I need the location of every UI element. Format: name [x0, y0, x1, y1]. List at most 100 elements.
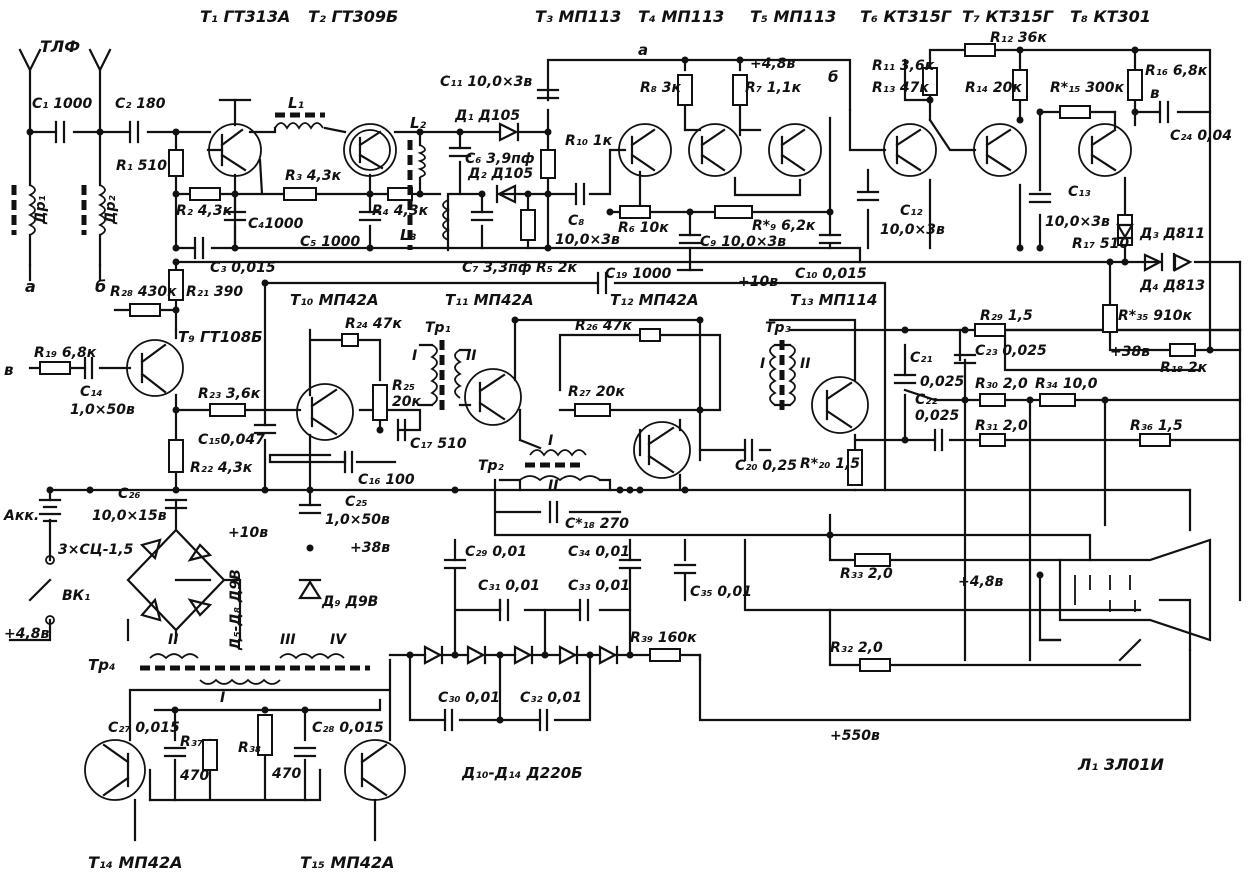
label-c7: C₇ 3,3пф	[462, 260, 532, 276]
label-r6: R₆ 10к	[618, 220, 669, 236]
label-d10d14: Д₁₀-Д₁₄ Д220Б	[461, 764, 583, 782]
label-r5: R₅ 2к	[536, 260, 578, 276]
label-c28: C₂₈ 0,015	[312, 720, 384, 736]
label-d3: Д₃ Д811	[1139, 226, 1205, 242]
label-v38b: +38в	[350, 540, 390, 556]
label-r17: R₁₇ 510	[1072, 236, 1129, 252]
label-t11: T₁₁ МП42А	[445, 291, 534, 309]
label-t9: T₉ ГТ108Б	[178, 328, 263, 346]
label-r37v: 470	[179, 768, 209, 784]
label-c27: C₂₇ 0,015	[108, 720, 180, 736]
label-r26: R₂₆ 47к	[575, 318, 632, 334]
label-vk1: ВК₁	[62, 588, 90, 604]
label-tr3-w2: II	[800, 356, 810, 372]
label-r31: R₃₁ 2,0	[975, 418, 1028, 434]
crt-tube	[1058, 538, 1212, 642]
label-t6: T₆ КТ315Г	[860, 7, 952, 26]
label-t15: T₁₅ МП42А	[300, 853, 394, 872]
label-t12: T₁₂ МП42А	[610, 291, 699, 309]
label-r1: R₁ 510	[116, 158, 167, 174]
transistor-t4	[688, 123, 742, 177]
label-c16: C₁₆ 100	[358, 472, 415, 488]
label-l1: L₁	[288, 94, 304, 112]
capacitor-symbols	[54, 88, 1170, 758]
label-c30: C₃₀ 0,01	[438, 690, 500, 706]
label-term-v2: в	[1150, 84, 1160, 102]
label-c20: C₂₀ 0,25	[735, 458, 797, 474]
label-tr2-w1: I	[548, 433, 553, 449]
label-batt: 3×СЦ-1,5	[58, 542, 134, 558]
transistor-t1	[206, 123, 262, 177]
label-w4-4: IV	[330, 632, 347, 648]
label-c8: C₈	[568, 213, 584, 229]
label-r29: R₂₉ 1,5	[980, 308, 1033, 324]
label-r24: R₂₄ 47к	[345, 316, 402, 332]
transistor-t2	[343, 123, 397, 177]
transistor-t10	[296, 383, 354, 441]
label-r13: R₁₃ 47к	[872, 80, 929, 96]
label-r32: R₃₂ 2,0	[830, 640, 883, 656]
label-t7: T₇ КТ315Г	[962, 7, 1054, 26]
label-v10a: +10в	[738, 274, 778, 290]
transistor-t6	[883, 123, 937, 177]
label-c1: C₁ 1000	[32, 96, 93, 112]
label-t10: T₁₀ МП42А	[290, 291, 379, 309]
label-r18: R₁₈ 2к	[1160, 360, 1208, 376]
transistor-t15	[344, 739, 406, 801]
label-r19: R₁₉ 6,8к	[34, 345, 97, 361]
label-r34: R₃₄ 10,0	[1035, 376, 1098, 392]
label-c25v: 1,0×50в	[325, 512, 390, 528]
label-r10: R₁₀ 1к	[565, 133, 613, 149]
label-v550: +550в	[830, 728, 880, 744]
label-r12: R₁₂ 36к	[990, 30, 1047, 46]
transistor-t7	[973, 123, 1027, 177]
label-w1: I	[412, 348, 417, 364]
label-c31: C₃₁ 0,01	[478, 578, 540, 594]
label-c11: C₁₁ 10,0×3в	[440, 74, 532, 90]
label-r28: R₂₈ 430к	[110, 284, 177, 300]
label-r33: R₃₃ 2,0	[840, 566, 893, 582]
label-r2: R₂ 4,3к	[176, 203, 233, 219]
misc-symbols	[18, 48, 1242, 642]
label-term-a2: а	[638, 41, 648, 59]
label-akk: Акк.	[3, 508, 39, 524]
label-r4: R₄ 4,3к	[372, 203, 429, 219]
transistor-t12	[633, 421, 691, 479]
label-w4-3: III	[280, 632, 296, 648]
label-t14: T₁₄ МП42А	[88, 853, 182, 872]
label-r25v: 20к	[392, 394, 421, 410]
label-c35: C₃₅ 0,01	[690, 584, 752, 600]
label-d1: Д₁ Д105	[454, 108, 520, 124]
label-c2: C₂ 180	[115, 96, 166, 112]
label-r23: R₂₃ 3,6к	[198, 386, 261, 402]
label-c29: C₂₉ 0,01	[465, 544, 527, 560]
label-r30: R₃₀ 2,0	[975, 376, 1028, 392]
label-c32: C₃₂ 0,01	[520, 690, 582, 706]
label-c22: C₂₂	[915, 392, 938, 408]
label-r11: R₁₁ 3,6к	[872, 58, 935, 74]
label-v48-left: +4,8в	[4, 626, 50, 642]
label-t3: T₃ МП113	[535, 7, 621, 26]
transistor-t3	[618, 123, 672, 177]
label-w4-1: I	[220, 690, 225, 706]
label-d2: Д₂ Д105	[467, 166, 533, 182]
label-v48-top: +4,8в	[750, 56, 796, 72]
label-v48-crt: +4,8в	[958, 574, 1004, 590]
label-c3: C₃ 0,015	[210, 260, 276, 276]
label-c10: C₁₀ 0,015	[795, 266, 867, 282]
label-r8: R₈ 3к	[640, 80, 682, 96]
label-c24: C₂₄ 0,04	[1170, 128, 1232, 144]
label-c34: C₃₄ 0,01	[568, 544, 630, 560]
label-l3: L₃	[400, 226, 417, 244]
label-r39: R₃₉ 160к	[630, 630, 697, 646]
label-c12v: 10,0×3в	[880, 222, 945, 238]
label-r7: R₇ 1,1к	[745, 80, 802, 96]
label-r21: R₂₁ 390	[186, 284, 243, 300]
label-c17: C₁₇ 510	[410, 436, 467, 452]
label-r35: R*₃₅ 910к	[1118, 308, 1192, 324]
label-r20: R*₂₀ 1,5	[800, 456, 860, 472]
label-r15: R*₁₅ 300к	[1050, 80, 1124, 96]
label-t2: T₂ ГТ309Б	[308, 7, 398, 26]
transistor-t11	[464, 368, 522, 426]
